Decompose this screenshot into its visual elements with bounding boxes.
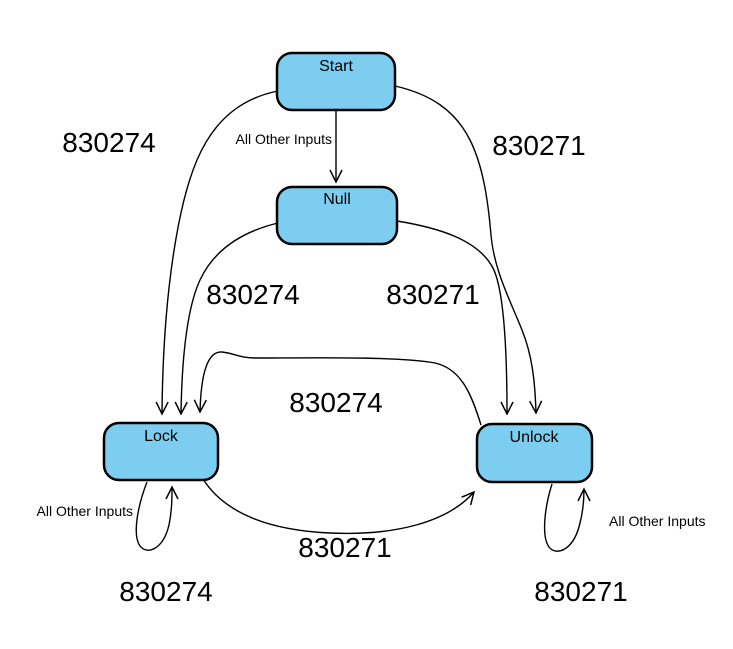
transition-unlock-lock[interactable] [193, 351, 482, 426]
transition-null-unlock[interactable] [396, 220, 514, 416]
transition-label-start-unlock: 830271 [492, 130, 585, 161]
edge-labels-layer: All Other Inputs 830274 830271 830274 83… [37, 127, 706, 607]
transition-label-unlock-self-num: 830271 [534, 576, 627, 607]
state-shape-lock[interactable] [102, 421, 220, 482]
transition-unlock-self-loop[interactable] [543, 483, 591, 552]
transition-label-unlock-lock: 830274 [289, 387, 382, 418]
transitions-layer [135, 85, 591, 552]
state-node-unlock[interactable]: Unlock [475, 422, 594, 484]
states-layer: Start Null Lock Unlock [102, 51, 594, 484]
transition-null-lock[interactable] [174, 222, 279, 416]
state-label-null: Null [323, 191, 351, 208]
state-node-lock[interactable]: Lock [102, 421, 220, 482]
transition-label-unlock-self-inputs: All Other Inputs [609, 513, 706, 529]
transition-label-lock-unlock: 830271 [298, 532, 391, 563]
state-shape-unlock[interactable] [475, 422, 594, 484]
state-node-start[interactable]: Start [275, 51, 397, 112]
transition-start-lock[interactable] [155, 90, 279, 416]
state-label-unlock: Unlock [510, 429, 560, 446]
transition-label-start-null: All Other Inputs [236, 131, 333, 147]
transition-start-unlock[interactable] [394, 85, 543, 415]
state-label-lock: Lock [144, 428, 179, 445]
state-label-start: Start [319, 58, 353, 75]
state-shape-start[interactable] [275, 51, 397, 112]
transition-label-lock-self-inputs: All Other Inputs [37, 503, 134, 519]
state-shape-null[interactable] [275, 185, 399, 246]
transition-lock-unlock[interactable] [202, 478, 476, 535]
state-node-null[interactable]: Null [275, 185, 399, 246]
transition-label-start-lock: 830274 [62, 127, 155, 158]
transition-lock-self-loop[interactable] [135, 481, 179, 551]
transition-label-null-unlock: 830271 [386, 279, 479, 310]
transition-label-null-lock: 830274 [206, 279, 299, 310]
transition-label-lock-self-num: 830274 [119, 576, 212, 607]
